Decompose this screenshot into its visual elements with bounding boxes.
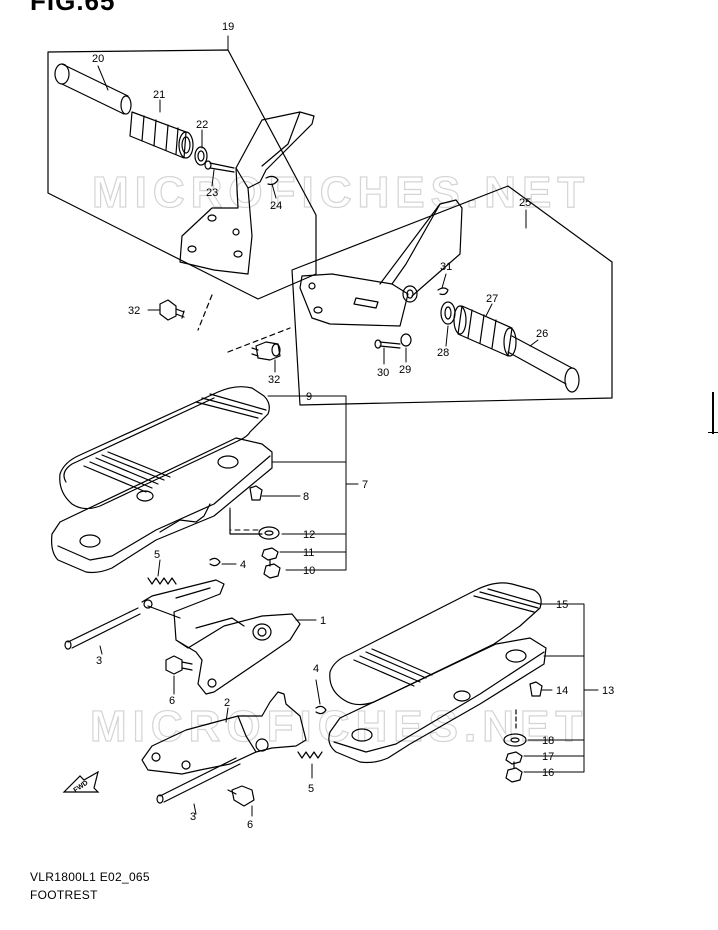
- footrest-assembly-right: [291, 185, 613, 406]
- bolt-14: [529, 681, 543, 697]
- clip-4-upper: [209, 557, 221, 567]
- footrest-bracket-left: [179, 111, 315, 275]
- callout-25: 25: [519, 197, 531, 209]
- footboard-assembly-13: [328, 582, 547, 764]
- footboard-assembly-7: [51, 386, 273, 574]
- bolt-32-right: [251, 341, 281, 361]
- washer-22: [194, 146, 208, 166]
- spring-5-lower: [297, 751, 323, 759]
- callout-32-left: 32: [128, 305, 140, 317]
- callout-32-lower: 32: [268, 374, 280, 386]
- pin-30: [379, 341, 401, 349]
- callout-15: 15: [556, 599, 568, 611]
- callout-7: 7: [362, 479, 368, 491]
- callout-21: 21: [153, 89, 165, 101]
- callout-18: 18: [542, 735, 554, 747]
- footpeg-rubber-27: [453, 305, 517, 357]
- callout-2: 2: [224, 697, 230, 709]
- callout-14: 14: [556, 685, 568, 697]
- nut-11: [261, 547, 279, 561]
- callout-27: 27: [486, 293, 498, 305]
- callout-12: 12: [303, 529, 315, 541]
- callout-1: 1: [320, 615, 326, 627]
- peg-26: [507, 335, 580, 393]
- callout-24: 24: [270, 200, 282, 212]
- bolt-8: [249, 485, 263, 501]
- nut-17: [505, 751, 523, 765]
- callout-6-upper: 6: [169, 695, 175, 707]
- footer-diagram-code: VLR1800L1 E02_065: [30, 870, 150, 884]
- callout-9: 9: [306, 391, 312, 403]
- callout-8: 8: [303, 491, 309, 503]
- forward-direction-marker: FWD: [62, 770, 100, 794]
- figure-title: FIG.65: [30, 0, 116, 16]
- callout-5-lower: 5: [308, 783, 314, 795]
- callout-4-upper: 4: [240, 559, 246, 571]
- clip-4-lower: [315, 705, 327, 715]
- bolt-10: [263, 559, 281, 579]
- footer-diagram-name: FOOTREST: [30, 888, 98, 902]
- clip-24: [265, 175, 279, 186]
- footrest-assembly-left: [47, 49, 317, 300]
- page-edge-mark: [712, 392, 714, 434]
- bolt-6-upper: [165, 655, 193, 675]
- callout-3-upper: 3: [96, 655, 102, 667]
- callout-26: 26: [536, 328, 548, 340]
- callout-3-lower: 3: [190, 811, 196, 823]
- pin-23: [209, 162, 235, 173]
- footboard-mat-9: [59, 386, 270, 510]
- bolt-6-lower: [227, 785, 255, 807]
- callout-4-lower: 4: [313, 663, 319, 675]
- callout-10: 10: [303, 565, 315, 577]
- peg-20: [54, 63, 132, 115]
- callout-23: 23: [206, 187, 218, 199]
- washer-18: [503, 733, 527, 747]
- callout-22: 22: [196, 119, 208, 131]
- callout-29: 29: [399, 364, 411, 376]
- page-edge-tick: [708, 432, 718, 433]
- footboard-bracket-2: [141, 691, 307, 775]
- washer-28: [440, 301, 456, 325]
- callout-28: 28: [437, 347, 449, 359]
- bolt-16: [505, 761, 523, 783]
- callout-16: 16: [542, 767, 554, 779]
- leader-lines: [97, 35, 599, 817]
- callout-5-upper: 5: [154, 549, 160, 561]
- pin-3-upper: [67, 607, 141, 649]
- callout-30: 30: [377, 367, 389, 379]
- footpeg-rubber-21: [129, 111, 194, 159]
- footboard-bracket-1: [141, 579, 301, 695]
- callout-31: 31: [440, 261, 452, 273]
- washer-29: [400, 333, 412, 347]
- callout-20: 20: [92, 53, 104, 65]
- bolt-32-left: [159, 299, 185, 321]
- callout-17: 17: [542, 751, 554, 763]
- clip-31: [437, 287, 449, 296]
- callout-19: 19: [222, 21, 234, 33]
- callout-13: 13: [602, 685, 614, 697]
- footboard-mat-15: [329, 582, 542, 706]
- watermark-top: MICROFICHES.NET: [92, 168, 590, 217]
- callout-11: 11: [303, 547, 314, 559]
- assembly-25-box: [291, 185, 613, 406]
- pin-3-lower: [159, 757, 241, 803]
- washer-12: [258, 526, 280, 540]
- footrest-bracket-right: [299, 199, 463, 327]
- callout-6-lower: 6: [247, 819, 253, 831]
- spring-5-upper: [147, 577, 177, 585]
